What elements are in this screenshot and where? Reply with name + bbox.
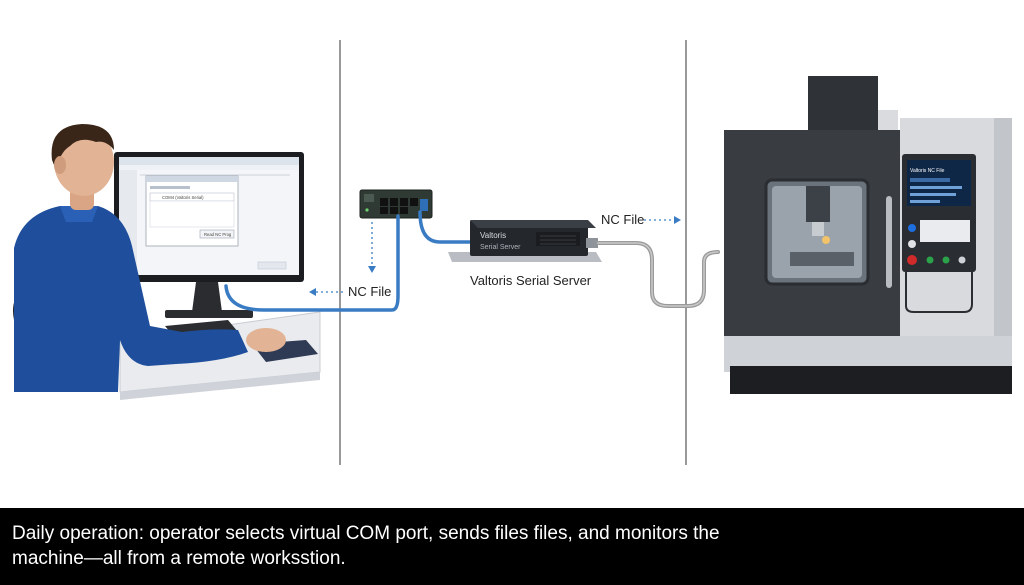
diagram-stage: COM4 (Valtoris Serial) Read NC Prog <box>13 40 1012 465</box>
gray-serial-cable <box>596 241 720 308</box>
dialog-item-text: COM4 (Valtoris Serial) <box>162 195 204 200</box>
arrow-left-nc <box>309 288 344 296</box>
arrow-down-switch <box>368 222 376 273</box>
serial-server: Valtoris Serial Server <box>448 220 602 262</box>
device-model: Serial Server <box>480 244 521 251</box>
device-brand: Valtoris <box>480 231 506 240</box>
blue-cable-server <box>418 210 476 244</box>
operator <box>13 124 286 392</box>
caption-bar: Daily operation: operator selects virtua… <box>0 508 1024 585</box>
cnc-machine: Valtoris NC File <box>724 76 1012 394</box>
cnc-display-text: Valtoris NC File <box>910 168 945 174</box>
arrow-right-nc <box>644 216 681 224</box>
com-port-dialog: COM4 (Valtoris Serial) Read NC Prog <box>145 175 287 270</box>
dialog-button-text: Read NC Prog <box>204 232 232 237</box>
nc-file-label-left: NC File <box>348 284 392 299</box>
caption-text: Daily operation: operator selects virtua… <box>12 521 1012 571</box>
caption-line-2: machine—all from a remote worksstion. <box>12 548 346 569</box>
nc-file-label-right: NC File <box>601 212 645 227</box>
server-caption-label: Valtoris Serial Server <box>470 273 592 288</box>
network-switch <box>359 189 433 219</box>
diagram-svg: COM4 (Valtoris Serial) Read NC Prog <box>13 40 1012 465</box>
monitor-stand <box>192 282 222 312</box>
blue-cable-monitor <box>224 214 400 312</box>
caption-line-1: Daily operation: operator selects virtua… <box>12 523 720 544</box>
